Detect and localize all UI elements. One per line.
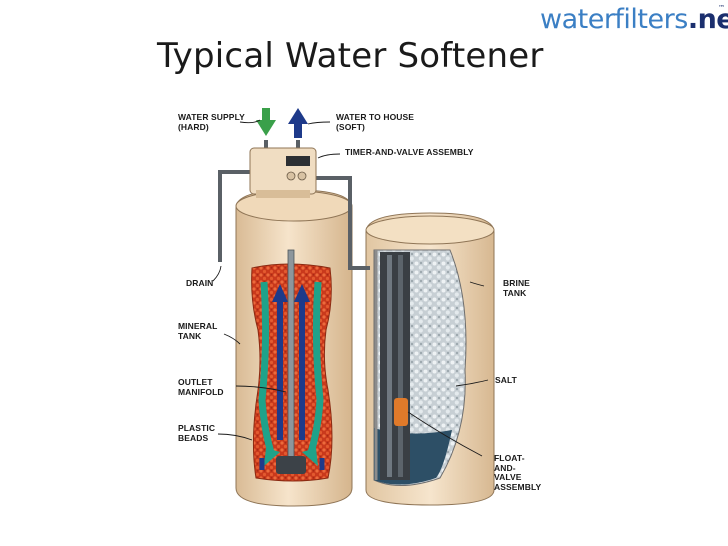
label-mineral-tank: MINERAL TANK	[178, 321, 218, 341]
label-drain: DRAIN	[186, 278, 214, 288]
label-float-valve: FLOAT- AND- VALVE ASSEMBLY	[494, 453, 542, 492]
timer-valve-head	[249, 147, 317, 198]
brand-logo: waterfilters.net ™	[540, 4, 728, 35]
label-timer-valve: TIMER-AND-VALVE ASSEMBLY	[345, 147, 474, 157]
label-salt: SALT	[495, 375, 517, 385]
flow-arrows	[256, 108, 308, 138]
mineral-tank	[235, 189, 353, 507]
callout-lines	[212, 119, 489, 457]
label-outlet-manifold: OUTLET MANIFOLD	[178, 377, 224, 397]
label-water-supply: WATER SUPPLY (HARD)	[178, 112, 245, 132]
label-brine-tank: BRINE TANK	[503, 278, 530, 298]
label-plastic-beads: PLASTIC BEADS	[178, 423, 216, 443]
page-title: Typical Water Softener	[157, 36, 544, 76]
label-water-to-house: WATER TO HOUSE (SOFT)	[336, 112, 415, 132]
brine-tank	[365, 212, 495, 506]
